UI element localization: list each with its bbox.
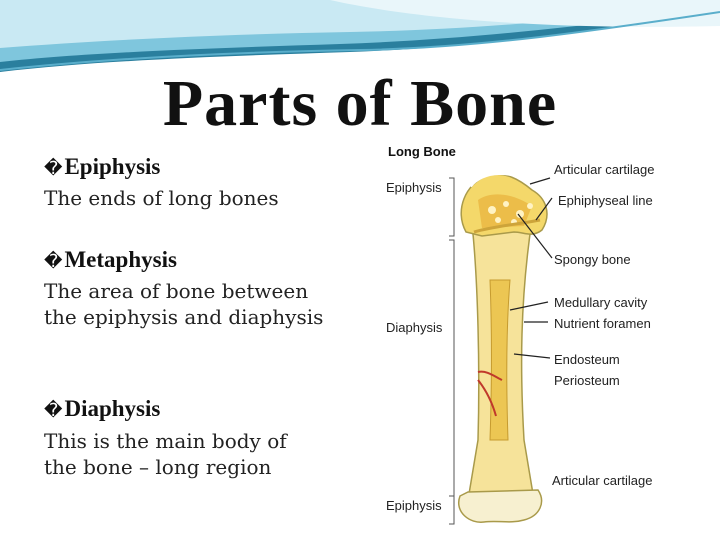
desc-diaphysis: This is the main body of the bone – long…	[44, 429, 287, 479]
label-spongy-bone: Spongy bone	[554, 252, 631, 267]
label-medullary-cavity: Medullary cavity	[554, 295, 648, 310]
heading-metaphysis: �Metaphysis	[44, 247, 177, 272]
label-endosteum: Endosteum	[554, 352, 620, 367]
label-periosteum: Periosteum	[554, 373, 620, 388]
label-epiphysis-top: Epiphysis	[386, 180, 442, 195]
header-wave-decoration	[0, 0, 720, 72]
label-articular-cartilage-bottom: Articular cartilage	[552, 473, 653, 488]
slide-title: Parts of Bone	[162, 67, 558, 140]
bullet-icon: �	[44, 251, 63, 272]
heading-epiphysis: �Epiphysis	[44, 154, 161, 179]
diagram-title: Long Bone	[388, 144, 456, 159]
label-articular-cartilage-top: Articular cartilage	[554, 162, 655, 177]
label-diaphysis: Diaphysis	[386, 320, 443, 335]
bullet-icon: �	[44, 400, 63, 421]
label-epiphysis-bottom: Epiphysis	[386, 498, 442, 513]
bullet-icon: �	[44, 158, 63, 179]
heading-diaphysis: �Diaphysis	[44, 396, 161, 421]
desc-metaphysis: The area of bone between the epiphysis a…	[44, 279, 324, 329]
desc-epiphysis: The ends of long bones	[44, 186, 279, 210]
label-epiphyseal-line: Ephiphyseal line	[558, 193, 653, 208]
long-bone-diagram: Long Bone Epiphysis Diaphysis Epiphysis …	[374, 140, 674, 536]
label-nutrient-foramen: Nutrient foramen	[554, 316, 651, 331]
bone-illustration	[374, 140, 674, 536]
